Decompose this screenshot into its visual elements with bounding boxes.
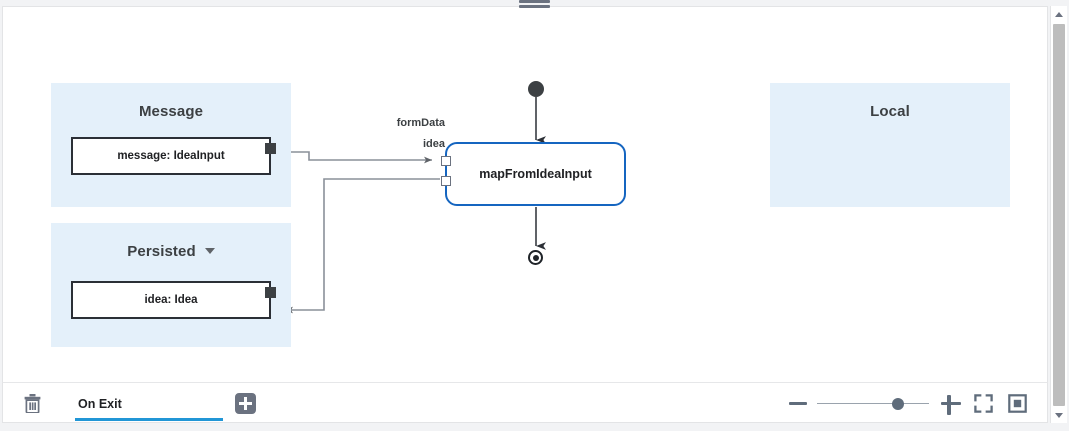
variable-box-message-label: message: IdeaInput [117, 150, 225, 162]
actual-size-button[interactable] [1003, 392, 1031, 416]
diagram-surface[interactable]: Message message: IdeaInput Persisted ide… [3, 7, 1047, 385]
port-label-formdata: formData [396, 117, 445, 129]
zoom-slider-track [817, 402, 929, 405]
center-square-icon [1007, 394, 1027, 413]
bottom-toolbar: On Exit [2, 382, 1048, 423]
tab-on-exit[interactable]: On Exit [75, 390, 223, 421]
vertical-scrollbar[interactable] [1050, 6, 1067, 423]
zoom-out-button[interactable] [787, 393, 809, 415]
scope-title-message: Message [51, 103, 291, 120]
fullscreen-icon [973, 394, 993, 413]
scope-title-persisted[interactable]: Persisted [51, 243, 291, 260]
port-label-idea: idea [422, 138, 445, 150]
scroll-up-button[interactable] [1051, 6, 1067, 22]
input-port-formdata[interactable] [441, 156, 451, 166]
scroll-down-button[interactable] [1051, 407, 1067, 423]
chevron-down-icon[interactable] [204, 248, 215, 254]
tab-on-exit-label: On Exit [78, 396, 122, 411]
activity-node-label: mapFromIdeaInput [479, 167, 592, 181]
scope-panel-message[interactable]: Message message: IdeaInput [51, 83, 291, 207]
diagram-canvas[interactable]: Message message: IdeaInput Persisted ide… [2, 6, 1048, 423]
end-node[interactable] [528, 250, 543, 265]
fit-to-screen-button[interactable] [969, 392, 997, 416]
scope-title-persisted-label: Persisted [127, 243, 196, 260]
variable-box-persisted[interactable]: idea: Idea [71, 281, 276, 319]
start-node[interactable] [528, 81, 544, 97]
scope-panel-local[interactable]: Local [770, 83, 1010, 207]
zoom-slider-thumb[interactable] [891, 397, 904, 410]
add-tab-button[interactable] [235, 393, 256, 414]
variable-output-port-message[interactable] [265, 143, 276, 154]
drag-handle-bar-top [519, 0, 550, 3]
input-port-idea[interactable] [441, 176, 451, 186]
panel-drag-handle[interactable] [519, 0, 550, 9]
scope-title-local-label: Local [870, 103, 910, 120]
window-bottom-strip [0, 423, 1069, 431]
scope-panel-persisted[interactable]: Persisted idea: Idea [51, 223, 291, 347]
toolbar-left-group: On Exit [19, 383, 256, 424]
trash-icon [24, 394, 40, 413]
variable-output-port-persisted[interactable] [265, 287, 276, 298]
toolbar-right-group [787, 383, 1031, 424]
drag-handle-bar-bottom [519, 5, 550, 8]
activity-node-mapfromideainput[interactable]: mapFromIdeaInput formData idea [397, 117, 626, 206]
scope-title-local: Local [770, 103, 1010, 120]
triangle-up-icon [1055, 11, 1063, 17]
triangle-down-icon [1055, 412, 1063, 418]
scroll-thumb[interactable] [1053, 24, 1065, 406]
variable-box-message[interactable]: message: IdeaInput [71, 137, 276, 175]
zoom-slider[interactable] [817, 393, 929, 415]
zoom-in-button[interactable] [939, 392, 963, 416]
variable-box-persisted-label: idea: Idea [144, 294, 198, 306]
tab-active-underline [75, 417, 223, 421]
delete-button[interactable] [19, 391, 45, 417]
scope-title-message-label: Message [138, 103, 204, 120]
